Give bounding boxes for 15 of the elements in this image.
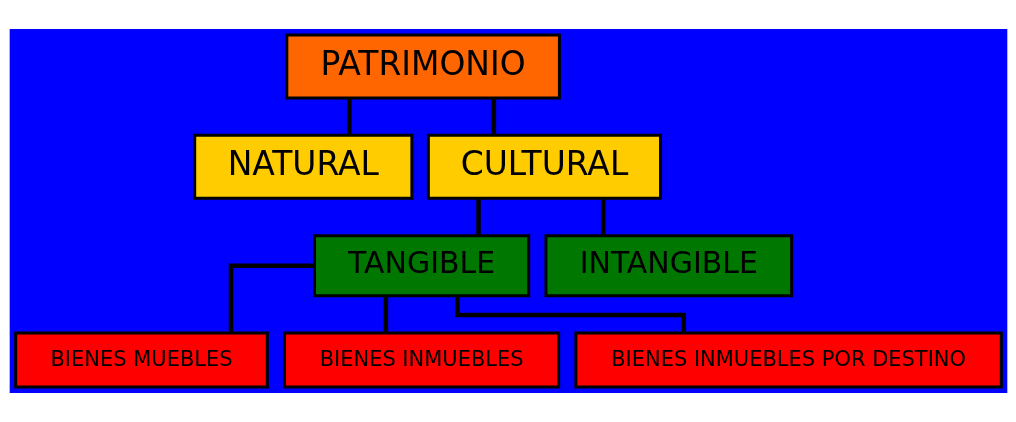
connector: [475, 198, 481, 236]
connector: [346, 98, 352, 135]
node-box: BIENES INMUEBLES: [282, 331, 560, 389]
node-box: CULTURAL: [426, 133, 662, 200]
node-box: INTANGIBLE: [543, 234, 793, 298]
connector: [383, 296, 388, 333]
node-box: TANGIBLE: [312, 234, 530, 298]
connector: [228, 263, 314, 333]
connector: [454, 296, 686, 333]
node-box: PATRIMONIO: [284, 33, 561, 100]
connector: [491, 98, 496, 135]
node-box: NATURAL: [192, 133, 413, 200]
node-box: BIENES INMUEBLES POR DESTINO: [573, 331, 1003, 389]
connector: [600, 198, 605, 236]
node-box: BIENES MUEBLES: [13, 331, 269, 389]
